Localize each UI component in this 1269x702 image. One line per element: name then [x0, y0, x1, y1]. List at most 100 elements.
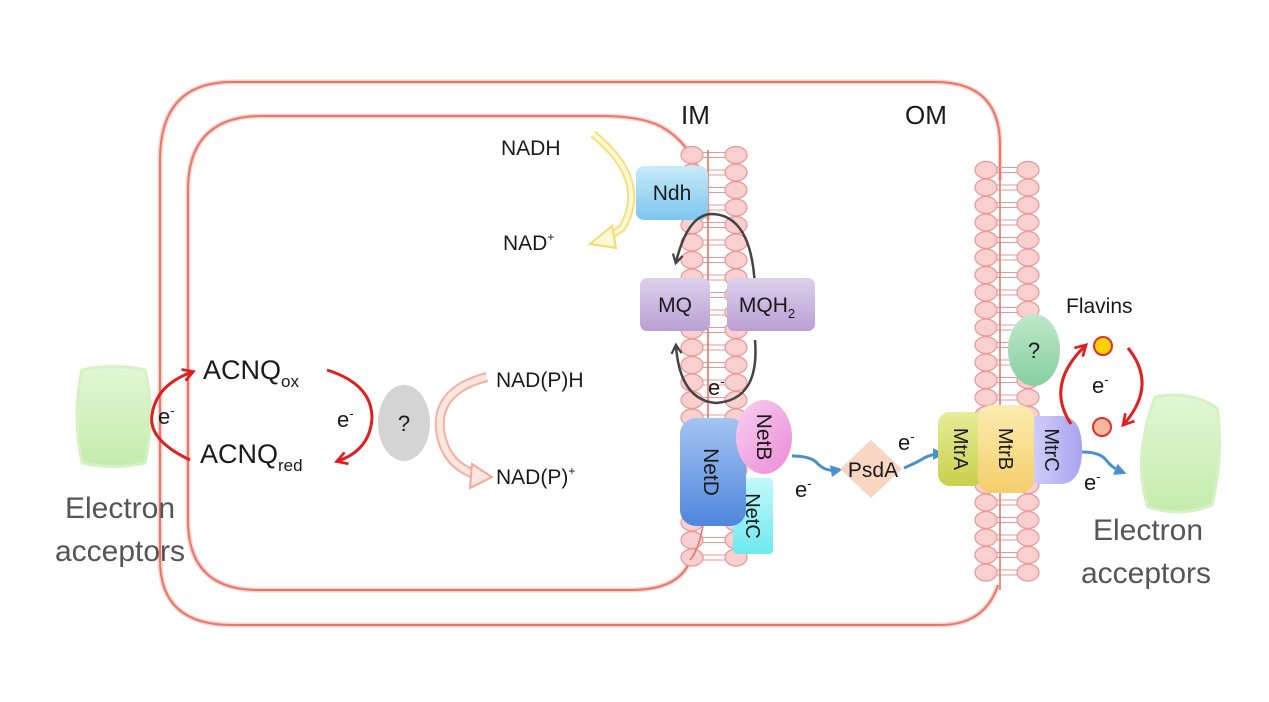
lipid-head: [974, 493, 998, 512]
lipid-head: [680, 250, 704, 270]
netb-label: NetB: [752, 414, 775, 461]
lipid-head: [724, 163, 748, 182]
mq-electron-label: e-: [708, 374, 725, 400]
lipid-head: [1016, 160, 1040, 180]
lipid-head: [974, 265, 998, 285]
lipid-head: [680, 355, 704, 375]
lipid-head: [974, 283, 998, 302]
mtra-protein[interactable]: MtrA: [938, 412, 984, 486]
lipid-head: [724, 373, 748, 392]
mtrc-electron-label: e-: [1084, 469, 1101, 495]
lipid-head: [1016, 195, 1040, 215]
lipid-head: [680, 338, 704, 357]
lipid-head: [974, 160, 998, 180]
inner-membrane-label: IM: [681, 100, 710, 130]
left-acceptor-label-line1: Electron: [65, 492, 175, 525]
left-electron-acceptor[interactable]: [75, 365, 152, 468]
lipid-head: [1016, 178, 1040, 197]
right-acceptor-label-line2: acceptors: [1081, 557, 1211, 590]
lipid-head: [974, 318, 998, 337]
nadh-oxidation-arrow: [587, 130, 636, 250]
psda-to-mtra-arrow: [903, 448, 945, 470]
lipid-head: [1016, 230, 1040, 250]
netd-protein[interactable]: NetD: [680, 418, 746, 526]
mtrc-to-acceptor-arrow: [1081, 450, 1127, 475]
flavin-redox-cycle: [1059, 343, 1144, 428]
unknown-reductase[interactable]: ?: [378, 385, 430, 461]
lipid-head: [974, 195, 998, 215]
lipid-head: [724, 250, 748, 270]
mq-box[interactable]: MQ: [640, 278, 710, 331]
acnq-left-electron-label: e-: [158, 403, 175, 429]
lipid-head: [680, 390, 704, 410]
acnq-reduction-arrow: [326, 368, 374, 466]
psda-label: PsdA: [848, 459, 898, 482]
lipid-head: [680, 145, 704, 165]
netc-label: NetC: [741, 493, 763, 539]
lipid-head: [974, 388, 998, 407]
lipid-head: [724, 180, 748, 200]
right-electron-acceptor[interactable]: [1140, 393, 1222, 514]
lipid-head: [1016, 265, 1040, 285]
lipid-head: [974, 510, 998, 530]
lipid-head: [974, 300, 998, 320]
acnq-reduction-to-acceptor-arrow: [150, 368, 196, 462]
lipid-head: [1016, 388, 1040, 407]
lipid-head: [974, 370, 998, 390]
inner-membrane-outline: [185, 113, 711, 593]
ndh-label: Ndh: [653, 182, 692, 205]
mq-label: MQ: [658, 294, 692, 317]
lipid-head: [974, 563, 998, 582]
lipid-head: [1016, 545, 1040, 565]
lipid-head: [1016, 248, 1040, 267]
mqh2-box[interactable]: MQH2: [727, 278, 815, 331]
acnq-ox-label: ACNQox: [203, 355, 299, 391]
nadph-label: NAD(P)H: [496, 369, 584, 392]
netb-electron-label: e-: [795, 476, 812, 502]
psda-protein[interactable]: PsdA: [840, 440, 902, 498]
unknown-om-protein[interactable]: ?: [1008, 314, 1060, 386]
netd-label: NetD: [699, 448, 722, 496]
lipid-head: [1016, 528, 1040, 547]
flavin-reduced-icon: [1092, 417, 1112, 437]
left-acceptor-label-line2: acceptors: [55, 535, 185, 568]
outer-membrane-label: OM: [905, 100, 947, 130]
lipid-head: [1016, 493, 1040, 512]
right-acceptor-label-line1: Electron: [1093, 514, 1203, 547]
lipid-head: [974, 248, 998, 267]
unknown-reductase-label: ?: [398, 411, 410, 436]
acnq-cycle-electron-label: e-: [337, 406, 354, 432]
lipid-head: [974, 528, 998, 547]
mtrb-protein[interactable]: MtrB: [978, 405, 1034, 493]
netb-protein[interactable]: NetB: [736, 400, 792, 474]
lipid-head: [1016, 213, 1040, 232]
lipid-head: [724, 355, 748, 375]
lipid-head: [974, 178, 998, 197]
mtrb-label: MtrB: [994, 428, 1016, 470]
unknown-om-protein-label: ?: [1028, 338, 1040, 363]
psda-electron-label: e-: [898, 429, 915, 455]
flavins-label: Flavins: [1066, 295, 1133, 318]
lipid-head: [724, 338, 748, 357]
flavin-oxidized-icon: [1093, 336, 1113, 356]
lipid-head: [1016, 283, 1040, 302]
lipid-head: [1016, 563, 1040, 582]
mqh2-label: MQH2: [739, 294, 795, 321]
lipid-head: [974, 213, 998, 232]
lipid-head: [724, 198, 748, 217]
lipid-head: [974, 353, 998, 372]
mq-cycle-arrows: [670, 212, 757, 405]
lipid-head: [974, 335, 998, 355]
nadh-label: NADH: [501, 137, 561, 160]
mtra-label: MtrA: [949, 428, 971, 471]
lipid-head: [1016, 510, 1040, 530]
lipid-head: [724, 145, 748, 165]
ndh-protein[interactable]: Ndh: [636, 166, 708, 220]
mtrc-label: MtrC: [1040, 428, 1062, 471]
flavin-electron-label: e-: [1092, 372, 1109, 398]
netb-to-psda-arrow: [791, 454, 843, 478]
nadph-oxidation-arrow: [434, 372, 495, 490]
outer-membrane-outline: [157, 79, 1003, 628]
lipid-head: [974, 545, 998, 565]
mtrc-protein[interactable]: MtrC: [1030, 416, 1082, 484]
